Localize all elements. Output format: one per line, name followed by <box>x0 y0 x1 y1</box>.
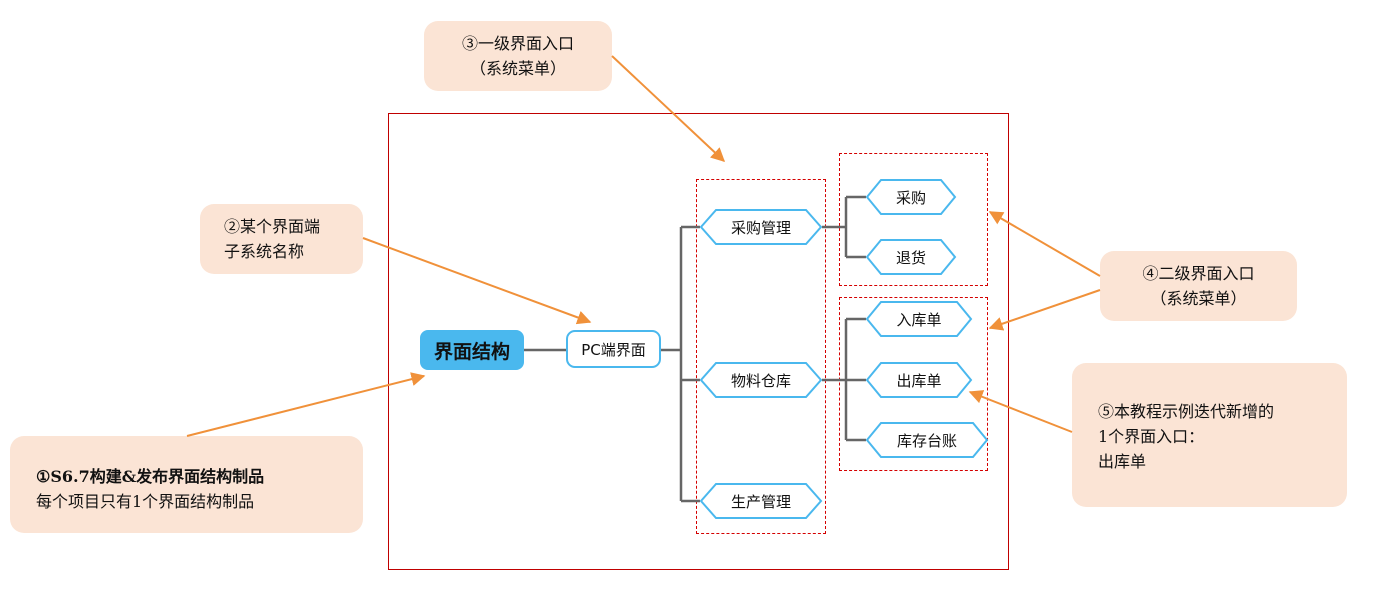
node-purchase: 采购 <box>865 179 957 215</box>
root-node: 界面结构 <box>420 330 524 370</box>
node-label: 库存台账 <box>896 431 957 450</box>
note-text: ③一级界面入口 <box>461 34 574 53</box>
note-text: （系统菜单） <box>1150 289 1247 308</box>
note-level2-entry: ④二级界面入口 （系统菜单） <box>1100 251 1297 321</box>
node-inventory-ledger: 库存台账 <box>865 422 989 458</box>
node-label: 出库单 <box>896 371 942 390</box>
pc-node: PC端界面 <box>566 330 661 368</box>
note-text: ②某个界面端 <box>224 217 321 236</box>
node-label: 生产管理 <box>730 492 791 511</box>
note-text: ④二级界面入口 <box>1142 264 1255 283</box>
note-text: 1个界面入口： <box>1098 427 1205 446</box>
note-text: ⑤本教程示例迭代新增的 <box>1098 402 1275 421</box>
node-label: 物料仓库 <box>730 371 791 390</box>
note-build-publish: ①S6.7构建&发布界面结构制品 每个项目只有1个界面结构制品 <box>10 436 363 533</box>
diagram-frame <box>388 113 1009 570</box>
note-text: 出库单 <box>1098 452 1147 471</box>
tree-connectors <box>524 195 866 503</box>
note-text: 子系统名称 <box>224 242 305 261</box>
node-label: 采购 <box>895 188 926 207</box>
node-purchase-management: 采购管理 <box>699 209 823 245</box>
annotation-arrows <box>186 55 1101 437</box>
note-level1-entry: ③一级界面入口 （系统菜单） <box>424 21 612 91</box>
node-inbound-order: 入库单 <box>865 301 973 337</box>
note-subsystem-name: ②某个界面端 子系统名称 <box>200 204 363 274</box>
node-label: 入库单 <box>896 310 942 329</box>
node-material-warehouse: 物料仓库 <box>699 362 823 398</box>
level2-group-box-warehouse <box>839 297 988 471</box>
note-text: （系统菜单） <box>469 59 566 78</box>
note-text: 每个项目只有1个界面结构制品 <box>36 492 255 511</box>
note-text: ①S6.7构建&发布界面结构制品 <box>36 467 265 486</box>
note-new-entry: ⑤本教程示例迭代新增的 1个界面入口： 出库单 <box>1072 363 1347 507</box>
node-label: 退货 <box>895 248 926 267</box>
level2-group-box-purchase <box>839 153 988 286</box>
node-outbound-order: 出库单 <box>865 362 973 398</box>
node-label: 采购管理 <box>730 218 791 237</box>
node-production-management: 生产管理 <box>699 483 823 519</box>
level1-group-box <box>696 179 826 534</box>
node-return: 退货 <box>865 239 957 275</box>
